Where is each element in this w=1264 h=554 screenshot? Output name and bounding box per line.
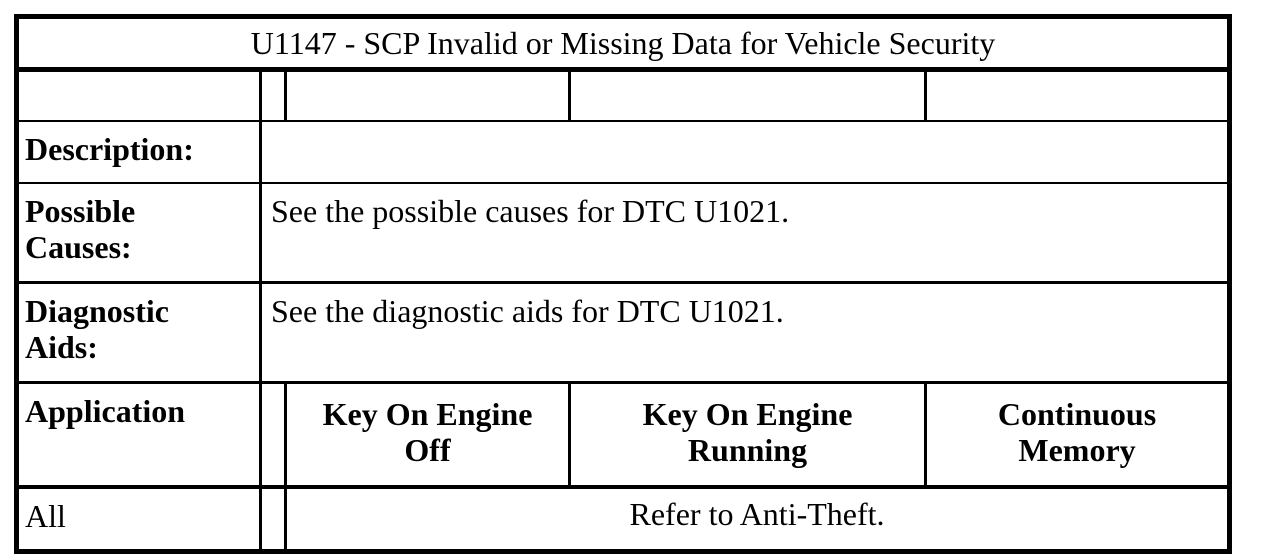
spacer-cell-application [16, 69, 262, 122]
description-value [260, 121, 1230, 184]
dtc-status-value: Refer to Anti-Theft. [629, 496, 885, 532]
possible-causes-row: Possible Causes: See the possible causes… [16, 183, 1230, 284]
diagnostic-aids-value: See the diagnostic aids for DTC U1021. [260, 282, 1230, 384]
application-header-gap [260, 382, 287, 489]
spacer-cell-gap [260, 69, 287, 122]
dtc-table: U1147 - SCP Invalid or Missing Data for … [14, 14, 1233, 554]
application-data-gap [260, 487, 287, 552]
possible-causes-value: See the possible causes for DTC U1021. [260, 183, 1230, 284]
spacer-row [16, 69, 1230, 122]
dtc-title: U1147 - SCP Invalid or Missing Data for … [16, 16, 1230, 72]
application-data-row: All Refer to Anti-Theft. [16, 487, 1230, 552]
key-on-engine-off-header: Key On Engine Off [285, 382, 570, 489]
application-header: Application [16, 382, 262, 489]
continuous-memory-header: Continuous Memory [923, 382, 1230, 489]
diagnostic-aids-row: Diagnostic Aids: See the diagnostic aids… [16, 282, 1230, 384]
title-row: U1147 - SCP Invalid or Missing Data for … [16, 16, 1230, 72]
spacer-cell-koeo [285, 69, 570, 122]
application-header-row: Application Key On Engine Off Key On Eng… [16, 382, 1230, 489]
description-row: Description: [16, 121, 1230, 184]
diagnostic-aids-label: Diagnostic Aids: [16, 282, 262, 384]
spacer-cell-koer [568, 69, 926, 122]
application-value: All [16, 487, 262, 552]
description-label: Description: [16, 121, 262, 184]
possible-causes-label: Possible Causes: [16, 183, 262, 284]
key-on-engine-running-header: Key On Engine Running [568, 382, 926, 489]
spacer-cell-memory [923, 69, 1230, 122]
